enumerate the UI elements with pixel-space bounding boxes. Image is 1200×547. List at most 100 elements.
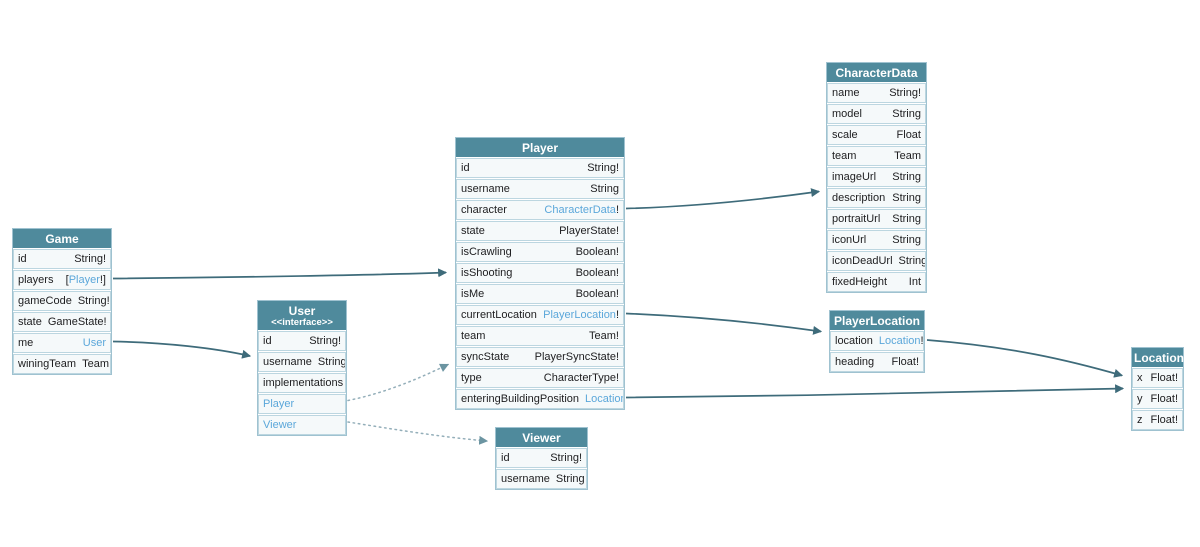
field-row[interactable]: iconDeadUrl String — [827, 251, 926, 271]
type-link[interactable]: Location — [878, 335, 921, 347]
table-header-game[interactable]: Game — [13, 229, 111, 248]
field-row[interactable]: id String! — [13, 249, 111, 269]
type-text: String — [892, 234, 921, 246]
field-type: Int — [909, 276, 921, 288]
type-link[interactable]: CharacterData — [544, 204, 616, 216]
field-type: Team! — [589, 330, 619, 342]
type-text: String — [317, 356, 346, 368]
field-name: id — [263, 335, 272, 347]
field-name: fixedHeight — [832, 276, 888, 288]
type-text: [ — [65, 274, 69, 286]
field-name: id — [18, 253, 27, 265]
type-text: Int — [908, 276, 921, 288]
type-text: String! — [74, 253, 106, 265]
field-type: String — [317, 356, 346, 368]
field-row[interactable]: implementations — [258, 373, 346, 393]
field-row[interactable]: Player — [258, 394, 346, 414]
table-header-player[interactable]: Player — [456, 138, 624, 157]
table-header-characterdata[interactable]: CharacterData — [827, 63, 926, 82]
field-row[interactable]: enteringBuildingPosition Location — [456, 389, 624, 409]
table-header-playerlocation[interactable]: PlayerLocation — [830, 311, 924, 330]
field-name: enteringBuildingPosition — [461, 393, 580, 405]
field-name: imageUrl — [832, 171, 877, 183]
type-link[interactable]: User — [82, 337, 106, 349]
field-type: Float — [897, 129, 921, 141]
type-text: ! — [615, 204, 619, 216]
field-type: String — [899, 255, 925, 267]
field-type: String — [892, 108, 921, 120]
field-type: Location — [585, 393, 624, 405]
edge-player-currentlocation-to-playerlocation — [625, 312, 823, 335]
type-link[interactable]: Location — [585, 393, 624, 405]
type-link[interactable]: PlayerLocation — [543, 309, 616, 321]
field-name: currentLocation — [461, 309, 537, 321]
field-name: state — [461, 225, 485, 237]
field-type: String — [892, 234, 921, 246]
field-name-link[interactable]: Player — [263, 398, 295, 410]
field-name: y — [1137, 393, 1143, 405]
type-text: String — [892, 213, 921, 225]
field-row[interactable]: players[Player!] — [13, 270, 111, 290]
field-type: String! — [587, 162, 619, 174]
type-text: Boolean! — [575, 288, 619, 300]
field-name-link[interactable]: Viewer — [263, 419, 297, 431]
field-name: id — [501, 452, 510, 464]
type-link[interactable]: Player — [68, 274, 100, 286]
field-type: String — [892, 213, 921, 225]
field-name: location — [835, 335, 873, 347]
field-name: iconDeadUrl — [832, 255, 893, 267]
field-type: User — [83, 337, 106, 349]
type-text: Team — [894, 150, 921, 162]
field-type: Team — [82, 358, 109, 370]
table-title: CharacterData — [835, 66, 918, 80]
table-header-viewer[interactable]: Viewer — [496, 428, 587, 447]
type-text: PlayerSyncState! — [534, 351, 619, 363]
table-header-user[interactable]: User <<interface>> — [258, 301, 346, 330]
field-row[interactable]: fixedHeight Int — [827, 272, 926, 292]
field-type: Team — [894, 150, 921, 162]
table-header-location[interactable]: Location — [1132, 348, 1184, 367]
table-title: Game — [45, 232, 79, 246]
field-row[interactable]: Viewer — [258, 415, 346, 435]
